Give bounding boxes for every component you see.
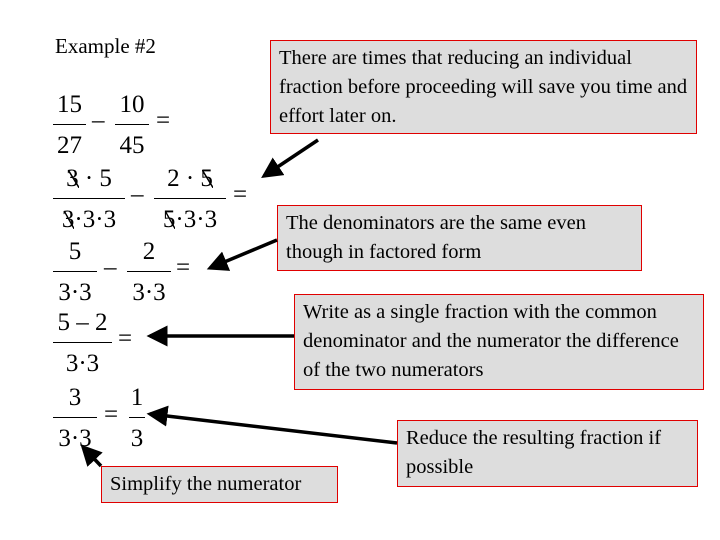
equals-sign: = xyxy=(118,325,133,352)
cancelled-factor: 3 xyxy=(66,165,79,192)
denominator: 3·3 xyxy=(58,279,92,306)
numerator: 3 · 5 xyxy=(66,165,112,192)
denominator: 45 xyxy=(119,132,145,159)
numerator: 2 xyxy=(142,238,156,265)
numerator: 3 xyxy=(68,384,82,411)
arrow-2 xyxy=(206,238,278,271)
denominator: 5·3·3 xyxy=(162,206,218,233)
minus-sign: – xyxy=(131,181,144,208)
callout-reduce-result: Reduce the resulting fraction if possibl… xyxy=(397,420,698,487)
arrow-1 xyxy=(261,138,319,178)
fraction-difference: 5 – 2 3·3 xyxy=(53,310,112,376)
minus-sign: – xyxy=(104,254,117,281)
fraction-2-9: 2 3·3 xyxy=(127,239,171,305)
equals-sign: = xyxy=(104,401,119,428)
minus-sign: – xyxy=(92,107,105,134)
fraction-factored-1: 3 · 5 3·3·3 xyxy=(53,166,125,232)
arrow-4 xyxy=(146,405,398,445)
denominator: 3·3 xyxy=(65,350,100,377)
denominator: 3·3·3 xyxy=(61,206,117,233)
equals-sign: = xyxy=(176,254,191,281)
denominator: 3 xyxy=(130,425,144,452)
fraction-5-9: 5 3·3 xyxy=(53,239,97,305)
cancelled-factor: 5 xyxy=(200,165,213,192)
fraction-10-45: 10 45 xyxy=(115,92,149,158)
fraction-factored-2: 2 · 5 5·3·3 xyxy=(154,166,226,232)
arrow-5 xyxy=(80,444,103,468)
numerator: 15 xyxy=(57,91,82,118)
example-title: Example #2 xyxy=(55,34,156,58)
callout-same-denominators: The denominators are the same even thoug… xyxy=(277,205,642,271)
numerator: 2 · 5 xyxy=(167,165,213,192)
numerator: 10 xyxy=(119,91,145,118)
numerator: 1 xyxy=(130,384,144,411)
equals-sign: = xyxy=(233,181,248,208)
callout-reduce-first: There are times that reducing an individ… xyxy=(270,40,697,134)
callout-simplify-numerator: Simplify the numerator xyxy=(101,466,338,503)
cancelled-factor: 5 xyxy=(162,206,176,233)
numerator: 5 – 2 xyxy=(57,309,108,336)
denominator: 27 xyxy=(57,132,82,159)
denominator: 3·3 xyxy=(132,279,166,306)
cancelled-factor: 3 xyxy=(61,206,75,233)
callout-single-fraction: Write as a single fraction with the comm… xyxy=(294,294,704,390)
numerator: 5 xyxy=(68,238,82,265)
equals-sign: = xyxy=(156,107,171,134)
